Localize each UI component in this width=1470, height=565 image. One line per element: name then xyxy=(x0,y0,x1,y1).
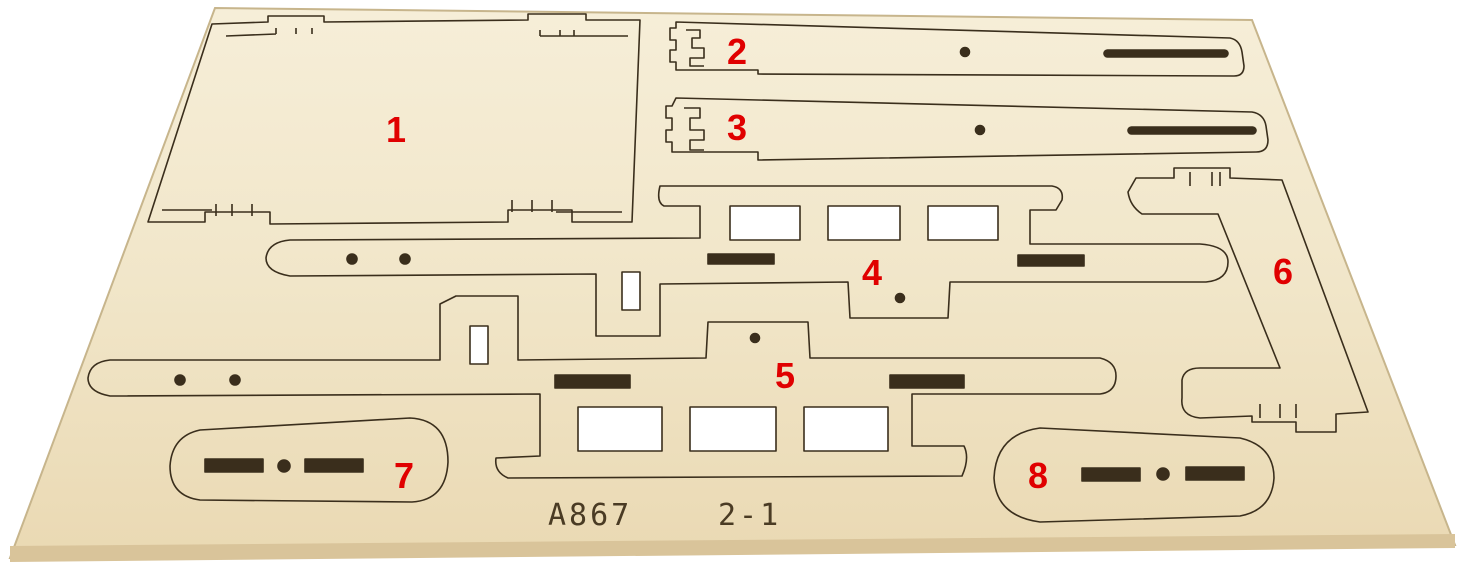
part-2-slot xyxy=(1103,49,1229,58)
label-part-7: 7 xyxy=(394,455,414,496)
label-part-8: 8 xyxy=(1028,455,1048,496)
engraved-sheet-code: A867 xyxy=(548,498,632,533)
part-3-hole xyxy=(974,124,986,136)
label-part-4: 4 xyxy=(862,252,882,293)
part-3-slot xyxy=(1127,126,1257,135)
engraved-sheet-id: 2-1 xyxy=(718,498,781,533)
part-3-arm xyxy=(665,97,1269,161)
board-front-edge xyxy=(10,534,1455,562)
part-2-hole xyxy=(959,46,971,58)
part-5-frame-bar xyxy=(87,295,1117,479)
label-part-2: 2 xyxy=(727,31,747,72)
part-6-side-frame xyxy=(1127,167,1369,433)
part-8-oval xyxy=(993,427,1275,523)
label-part-6: 6 xyxy=(1273,251,1293,292)
part-1-panel xyxy=(147,13,641,225)
label-part-1: 1 xyxy=(386,109,406,150)
label-part-3: 3 xyxy=(727,107,747,148)
part-2-arm xyxy=(669,21,1245,77)
label-part-5: 5 xyxy=(775,355,795,396)
part-7-oval xyxy=(169,417,449,503)
part-4-frame-bar xyxy=(265,185,1229,337)
